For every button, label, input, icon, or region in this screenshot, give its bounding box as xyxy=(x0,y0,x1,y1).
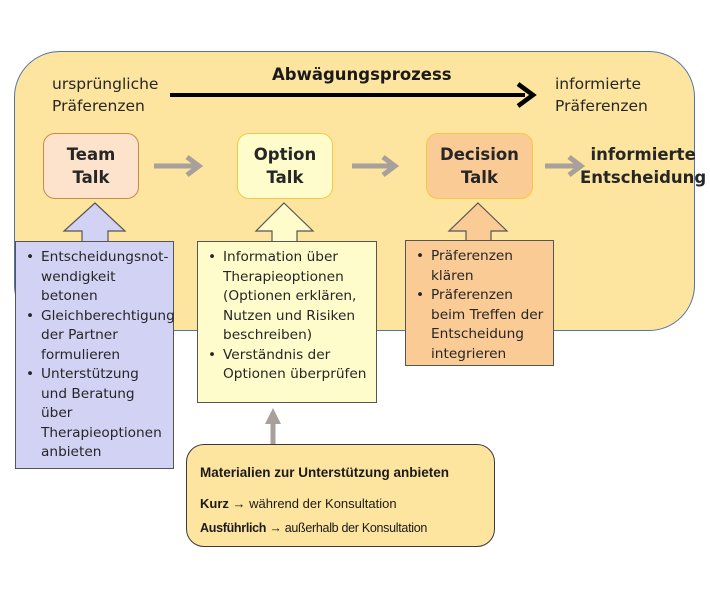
team-talk-title-2: Talk xyxy=(72,168,110,187)
original-preferences-line1: ursprüngliche xyxy=(52,75,159,93)
flow-arrow-decision-outcome xyxy=(545,155,586,177)
option-talk-title-1: Option xyxy=(253,145,317,164)
original-preferences-label: ursprüngliche Präferenzen xyxy=(52,73,158,117)
materials-arrow xyxy=(265,408,281,444)
team-action-item: Unterstützung und Beratung über Therapie… xyxy=(20,365,169,463)
materials-row-text: außerhalb der Konsultation xyxy=(284,521,428,535)
process-label: Abwägungsprozess xyxy=(272,65,452,84)
arrow-right-icon: → xyxy=(232,496,246,511)
arrow-right-icon: → xyxy=(269,521,282,535)
block-arrow-option xyxy=(254,202,315,243)
block-arrow-team xyxy=(62,202,127,243)
team-talk-title-1: Team xyxy=(66,145,116,164)
decision-talk-title-1: Decision xyxy=(440,145,519,164)
informed-preferences-label: informierte Präferenzen xyxy=(555,73,648,117)
process-arrow xyxy=(170,82,537,108)
decision-action-item: Präferenzen beim Treffen der Entscheidun… xyxy=(410,286,549,364)
option-action-item: Information über Therapieoptionen (Optio… xyxy=(202,248,372,346)
materials-box: Materialien zur Unterstützung anbieten K… xyxy=(186,444,495,547)
informed-preferences-line1: informierte xyxy=(555,75,642,93)
option-talk-title-2: Talk xyxy=(266,168,304,187)
flow-arrow-team-option xyxy=(154,155,204,177)
decision-action-item: Präferenzen klären xyxy=(410,247,549,286)
materials-row-label: Kurz xyxy=(200,496,229,511)
materials-row-text: während der Konsultation xyxy=(249,496,397,511)
outcome-line1: informierte xyxy=(590,145,696,164)
option-action-item: Verständnis der Optionen überprüfen xyxy=(202,346,372,385)
materials-row-label: Ausführlich xyxy=(200,521,267,535)
informed-preferences-line2: Präferenzen xyxy=(555,97,648,115)
materials-row-short: Kurz → während der Konsultation xyxy=(200,496,397,511)
outcome-line2: Entscheidung xyxy=(580,168,707,187)
block-arrow-decision xyxy=(447,202,509,242)
team-action-item: Entscheidungsnot-wendigkeit betonen xyxy=(20,248,169,307)
materials-row-detailed: Ausführlich → außerhalb der Konsultation xyxy=(200,521,427,535)
option-talk-actions: Information über Therapieoptionen (Optio… xyxy=(197,241,377,403)
team-talk-actions: Entscheidungsnot-wendigkeit betonen Glei… xyxy=(15,241,175,469)
team-action-item: Gleichberechtigung der Partner formulier… xyxy=(20,307,175,366)
flow-arrow-option-decision xyxy=(352,155,400,177)
informed-decision-outcome: informierte Entscheidung xyxy=(580,143,706,189)
materials-title: Materialien zur Unterstützung anbieten xyxy=(200,465,450,480)
decision-talk-actions: Präferenzen klären Präferenzen beim Tref… xyxy=(405,240,554,366)
original-preferences-line2: Präferenzen xyxy=(52,97,145,115)
decision-talk-title-2: Talk xyxy=(461,168,498,187)
